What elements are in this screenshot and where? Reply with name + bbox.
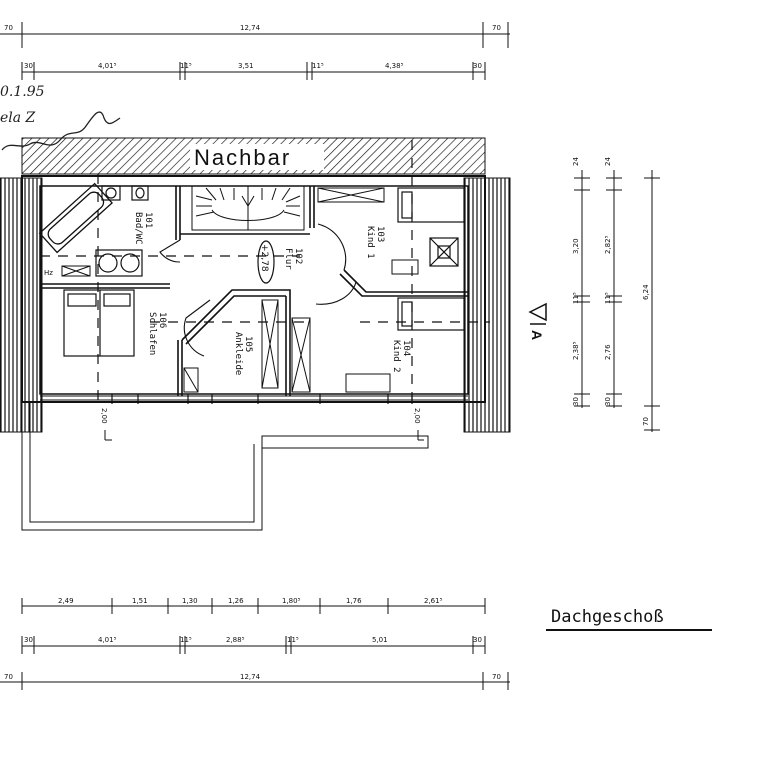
wardrobes-ankleide (183, 299, 311, 393)
dim-top-inner-0: 30 (24, 62, 33, 70)
desk-kind-1 (391, 259, 419, 275)
toilet (101, 185, 149, 201)
elevation-marker (257, 240, 275, 284)
room-103-number: 103 (375, 226, 385, 242)
dim-bottom1-0: 2,49 (58, 597, 74, 605)
dim-right2-4: 30 (604, 397, 612, 406)
dim-top-right: 70 (492, 24, 501, 32)
neighbor-label: Nachbar (194, 145, 291, 170)
door-swings (159, 223, 357, 357)
room-104-name: Kind 2 (391, 340, 401, 373)
dim-right-3: 2,38⁵ (572, 341, 580, 360)
dim-right-4: 30 (572, 397, 580, 406)
neighbor-label-box (190, 144, 324, 170)
bed-kind-2 (397, 297, 465, 331)
dim-bottom1-6: 2,61⁵ (424, 597, 443, 605)
plan-title: Dachgeschoß (551, 607, 664, 627)
dim-bottom2-3: 2,88⁵ (226, 636, 245, 644)
room-105-number: 105 (243, 336, 253, 352)
chimney (429, 237, 459, 267)
bathtub (38, 182, 113, 254)
dim-bottom1-5: 1,76 (346, 597, 362, 605)
dim-right-bottom: 70 (642, 417, 650, 426)
dim-right2-3: 2,76 (604, 344, 612, 360)
room-104-number: 104 (401, 340, 411, 356)
dim-top-inner-6: 30 (473, 62, 482, 70)
washbasins (95, 249, 143, 277)
desk-kind-2 (345, 373, 391, 393)
dim-right-0: 24 (572, 157, 580, 166)
elevation-label: +2,78 (259, 244, 269, 272)
dim-bottom-right: 70 (492, 673, 501, 681)
dim-200-right: 2,00 (413, 408, 421, 424)
dim-right-total: 6,24 (642, 284, 650, 300)
room-102-name: Flur (283, 248, 293, 270)
dim-top-left: 70 (4, 24, 13, 32)
dim-top-inner-5: 4,38⁵ (385, 62, 404, 70)
handwritten-date: 0.1.95 (0, 84, 45, 100)
room-102-number: 102 (293, 248, 303, 264)
dim-right-2: 11⁵ (572, 292, 580, 304)
bottom-dimension-chain (0, 598, 510, 690)
dim-bottom2-5: 5,01 (372, 636, 388, 644)
room-101-number: 101 (143, 212, 153, 228)
section-marker-label: A (529, 330, 545, 340)
dim-bottom1-3: 1,26 (228, 597, 244, 605)
dim-bottom2-4: 11⁵ (287, 636, 299, 644)
dim-right-1: 3,20 (572, 238, 580, 254)
staircase (191, 185, 305, 231)
interior-walls (40, 186, 468, 396)
room-103-name: Kind 1 (365, 226, 375, 259)
dim-top-inner-1: 4,01⁵ (98, 62, 117, 70)
heater (61, 265, 91, 277)
terrace-outline (21, 402, 429, 531)
heater-label: Hz (44, 269, 53, 277)
outer-walls (21, 175, 486, 403)
dim-bottom1-2: 1,30 (182, 597, 198, 605)
dim-top-inner-4: 11⁵ (312, 62, 324, 70)
right-dimension-chain (574, 170, 660, 432)
dim-bottom-total: 12,74 (240, 673, 261, 681)
dim-bottom2-1: 4,01⁵ (98, 636, 117, 644)
dim-right2-0: 24 (604, 157, 612, 166)
room-105-name: Ankleide (233, 332, 243, 375)
dim-200-left: 2,00 (100, 408, 108, 424)
room-106-name: Schlafen (147, 312, 157, 355)
bed-kind-1 (397, 187, 465, 223)
section-marker: A (528, 302, 547, 340)
handwritten-name: ela Z (0, 110, 36, 126)
window-marks (111, 394, 413, 404)
section-line (40, 140, 490, 404)
dim-bottom2-2: 11⁵ (180, 636, 192, 644)
double-bed (63, 289, 135, 357)
dim-right2-2: 11⁵ (604, 292, 612, 304)
dim-right2-1: 2,82⁵ (604, 235, 612, 254)
dim-bottom1-1: 1,51 (132, 597, 148, 605)
dim-bottom2-0: 30 (24, 636, 33, 644)
room-106-number: 106 (157, 312, 167, 328)
top-dimension-chain (0, 22, 510, 80)
dim-bottom1-4: 1,80⁵ (282, 597, 301, 605)
roof-right-hatch (463, 177, 511, 433)
wardrobe-kind-1 (317, 187, 385, 203)
dim-bottom2-6: 30 (473, 636, 482, 644)
dim-top-total: 12,74 (240, 24, 261, 32)
room-101-name: Bad/WC (133, 212, 143, 245)
dim-top-inner-2: 11⁵ (180, 62, 192, 70)
dim-bottom-left: 70 (4, 673, 13, 681)
dim-top-inner-3: 3,51 (238, 62, 254, 70)
